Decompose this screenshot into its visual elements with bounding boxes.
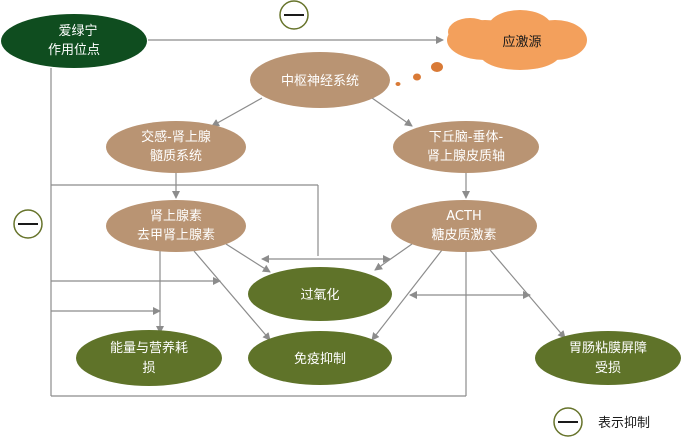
acth-node: ACTH 糖皮质激素	[391, 200, 537, 252]
connector-adrenaline-immune	[193, 250, 271, 341]
sympathetic-line1: 交感-肾上腺	[141, 129, 211, 145]
adrenaline-line2: 去甲肾上腺素	[137, 228, 215, 243]
connectors	[50, 36, 566, 397]
connector-acth-gut	[489, 249, 566, 339]
adrenaline-node: 肾上腺素 去甲肾上腺素	[106, 200, 246, 252]
connector-adrenaline-peroxidation	[225, 243, 271, 273]
connector-cns-hpa	[371, 97, 413, 127]
cns-label: 中枢神经系统	[281, 74, 359, 89]
legend: 表示抑制	[553, 407, 650, 437]
acth-line2: 糖皮质激素	[431, 227, 496, 243]
sympathetic-line2: 髓质系统	[150, 149, 202, 164]
immune-label: 免疫抑制	[294, 351, 346, 367]
energy-line2: 损	[142, 361, 155, 376]
ailuning-line1: 爱绿宁	[58, 23, 97, 39]
gut-barrier-node: 胃肠粘膜屏障 受损	[535, 331, 681, 385]
stress-source-label: 应激源	[502, 34, 541, 50]
legend-label: 表示抑制	[598, 416, 650, 431]
adrenaline-line1: 肾上腺素	[150, 209, 202, 224]
legend-inhibit-icon	[553, 407, 583, 437]
thought-bubble-dots	[395, 62, 443, 86]
gut-line2: 受损	[595, 361, 621, 376]
sympathetic-adrenal-node: 交感-肾上腺 髓质系统	[106, 121, 246, 173]
hpa-line1: 下丘脑-垂体-	[429, 130, 504, 145]
cns-node: 中枢神经系统	[250, 52, 390, 108]
energy-loss-node: 能量与营养耗 损	[76, 330, 222, 386]
connector-acth-peroxidation	[374, 243, 413, 271]
stress-source-cloud: 应激源	[447, 10, 587, 70]
ailuning-site-node: 爱绿宁 作用位点	[1, 14, 147, 68]
energy-line1: 能量与营养耗	[110, 340, 188, 356]
gut-line1: 胃肠粘膜屏障	[569, 341, 647, 356]
peroxidation-node: 过氧化	[248, 267, 392, 321]
hpa-line2: 肾上腺皮质轴	[427, 149, 505, 164]
inhibit-symbol-top	[279, 0, 309, 30]
hpa-axis-node: 下丘脑-垂体- 肾上腺皮质轴	[393, 121, 539, 173]
connector-cns-sympathetic	[211, 97, 263, 127]
connector-acth-immune	[371, 249, 443, 341]
acth-line1: ACTH	[446, 209, 481, 224]
immune-suppression-node: 免疫抑制	[248, 331, 392, 385]
inhibit-symbol-left	[13, 209, 43, 239]
ailuning-line2: 作用位点	[48, 43, 100, 58]
peroxidation-label: 过氧化	[300, 288, 339, 303]
